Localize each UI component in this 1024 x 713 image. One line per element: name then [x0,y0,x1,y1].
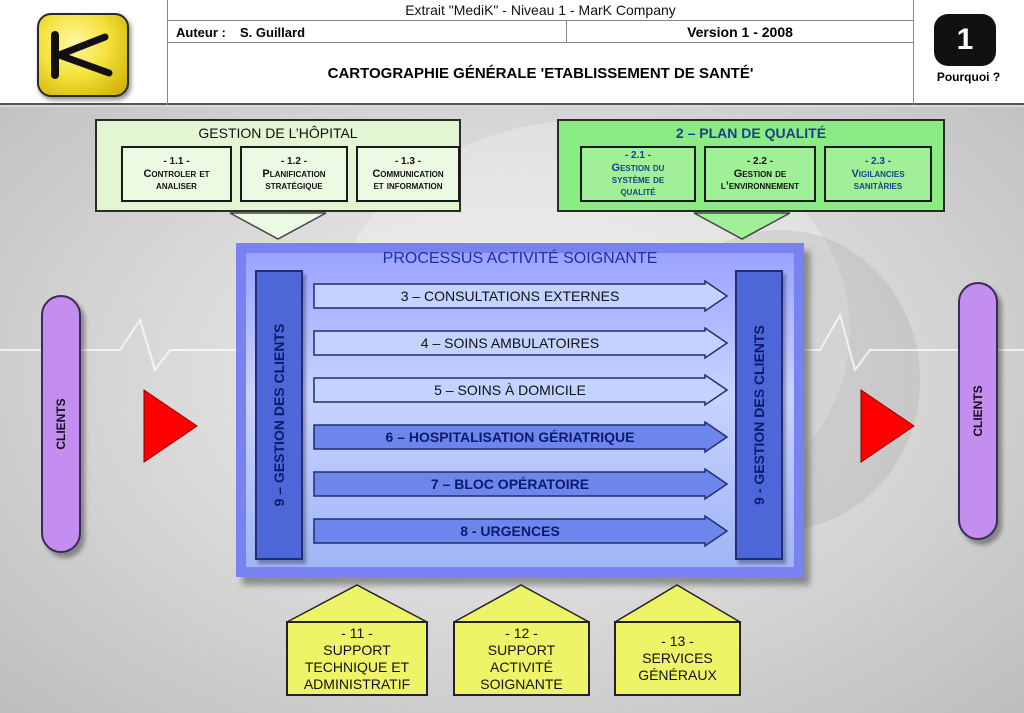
process-label: Vigilancies [851,168,905,180]
process-step-6[interactable]: 6 – HOSPITALISATION GÉRIATRIQUE [313,421,729,455]
clients-left-label: CLIENTS [54,398,68,450]
step-label: 6 – HOSPITALISATION GÉRIATRIQUE [385,429,635,445]
process-number: - 2.3 - [864,156,892,167]
down-arrow-gestion [229,212,327,240]
support-label: SUPPORT [323,641,391,658]
process-label: sanitàries [853,180,903,192]
step-label: 5 – SOINS À DOMICILE [434,382,586,398]
clients-out-arrow-icon [860,389,915,463]
process-label: Planification [262,168,326,180]
version-label: Version 1 - 2008 [566,21,913,43]
process-number: - 1.1 - [163,156,190,167]
support-number: - 11 - [341,624,373,641]
process-number: - 2.2 - [746,156,774,167]
down-arrow-qualite [693,212,791,240]
support-label: TECHNIQUE ET [304,658,410,675]
step-arrow-shape [313,468,729,501]
heartbeat-line-decor [0,312,1024,373]
step-arrow-shape [313,515,729,548]
process-step-8[interactable]: 8 - URGENCES [313,515,729,549]
author-row: Auteur : S. Guillard Version 1 - 2008 [168,21,913,43]
page-number-badge[interactable]: 1 [934,14,996,66]
clients-right-label: CLIENTS [971,385,985,437]
process-number: - 1.2 - [280,156,308,167]
process-step-7[interactable]: 7 – BLOC OPÉRATOIRE [313,468,729,502]
process-2-1-box[interactable]: - 2.1 - Gestion du système de qualité [580,146,696,202]
support-number: - 13 - [661,633,694,649]
process-label: et information [373,180,443,192]
support-11-box[interactable]: - 11 - SUPPORT TECHNIQUE ET ADMINISTRATI… [286,621,428,696]
process-1-1-box[interactable]: - 1.1 - Controler et analiser [121,146,232,202]
support-12-box[interactable]: - 12 - SUPPORT ACTIVITÉ SOIGNANTE [453,621,590,696]
number-cell [913,0,1024,105]
header-panel [0,0,1024,105]
process-label: Communication [372,168,444,180]
support-label: GÉNÉRAUX [638,667,717,683]
process-1-3-box[interactable]: - 1.3 - Communication et information [356,146,460,202]
k-logo-icon [51,31,113,79]
process-label: Gestion du [611,162,665,174]
clients-left[interactable]: CLIENTS [41,295,81,553]
extract-line: Extrait "MediK" - Niveau 1 - MarK Compan… [168,0,913,21]
process-label: système de [611,174,665,186]
step-arrow-shape [313,421,729,454]
step-label: 7 – BLOC OPÉRATOIRE [430,476,590,492]
process-step-4[interactable]: 4 – SOINS AMBULATOIRES [313,327,729,361]
gestion-clients-left-label: 9 – GESTION DES CLIENTS [271,323,287,507]
process-step-5[interactable]: 5 – SOINS À DOMICILE [313,374,729,408]
page-title: CARTOGRAPHIE GÉNÉRALE 'ETABLISSEMENT DE … [327,65,754,82]
support-label: SERVICES [642,650,713,666]
clients-right[interactable]: CLIENTS [958,282,998,540]
plan-qualite-title: 2 – PLAN DE QUALITÉ [675,125,827,141]
process-label: stratégique [265,180,323,192]
process-label: analiser [156,180,197,192]
author-name: S. Guillard [240,25,306,40]
support-label: ACTIVITÉ [489,658,553,675]
process-step-3[interactable]: 3 – CONSULTATIONS EXTERNES [313,280,729,314]
process-1-2-box[interactable]: - 1.2 - Planification stratégique [240,146,348,202]
process-label: l’environnement [720,180,800,192]
step-arrow-shape [313,374,729,407]
gestion-hopital-title: GESTION DE L’HÔPITAL [198,125,358,141]
process-label: Controler et [143,168,210,180]
step-arrow-shape [313,327,729,360]
process-number: - 2.1 - [624,150,652,161]
process-2-2-box[interactable]: - 2.2 - Gestion de l’environnement [704,146,816,202]
clients-in-arrow-icon [143,389,198,463]
support-label: SUPPORT [487,641,556,658]
step-label: 4 – SOINS AMBULATOIRES [420,335,600,351]
logo-cell [0,0,168,105]
support-13-box[interactable]: - 13 - SERVICES GÉNÉRAUX [614,621,741,696]
step-label: 3 – CONSULTATIONS EXTERNES [400,288,620,304]
process-number: - 1.3 - [394,156,422,167]
support-label: SOIGNANTE [480,675,563,692]
step-arrow-shape [313,280,729,313]
process-label: qualité [620,186,656,198]
gestion-clients-left[interactable]: 9 – GESTION DES CLIENTS [255,270,303,560]
support-label: ADMINISTRATIF [303,675,411,692]
gestion-clients-right[interactable]: 9 - GESTION DES CLIENTS [735,270,783,560]
author-label: Auteur : [176,25,226,40]
process-title: PROCESSUS ACTIVITÉ SOIGNANTE [382,250,658,267]
why-link[interactable]: Pourquoi ? [936,70,1001,84]
process-label: Gestion de [733,168,787,180]
medik-logo [37,13,129,97]
step-label: 8 - URGENCES [460,523,560,539]
support-number: - 12 - [505,624,538,641]
process-2-3-box[interactable]: - 2.3 - Vigilancies sanitàries [824,146,932,202]
gestion-clients-right-label: 9 - GESTION DES CLIENTS [751,325,767,505]
